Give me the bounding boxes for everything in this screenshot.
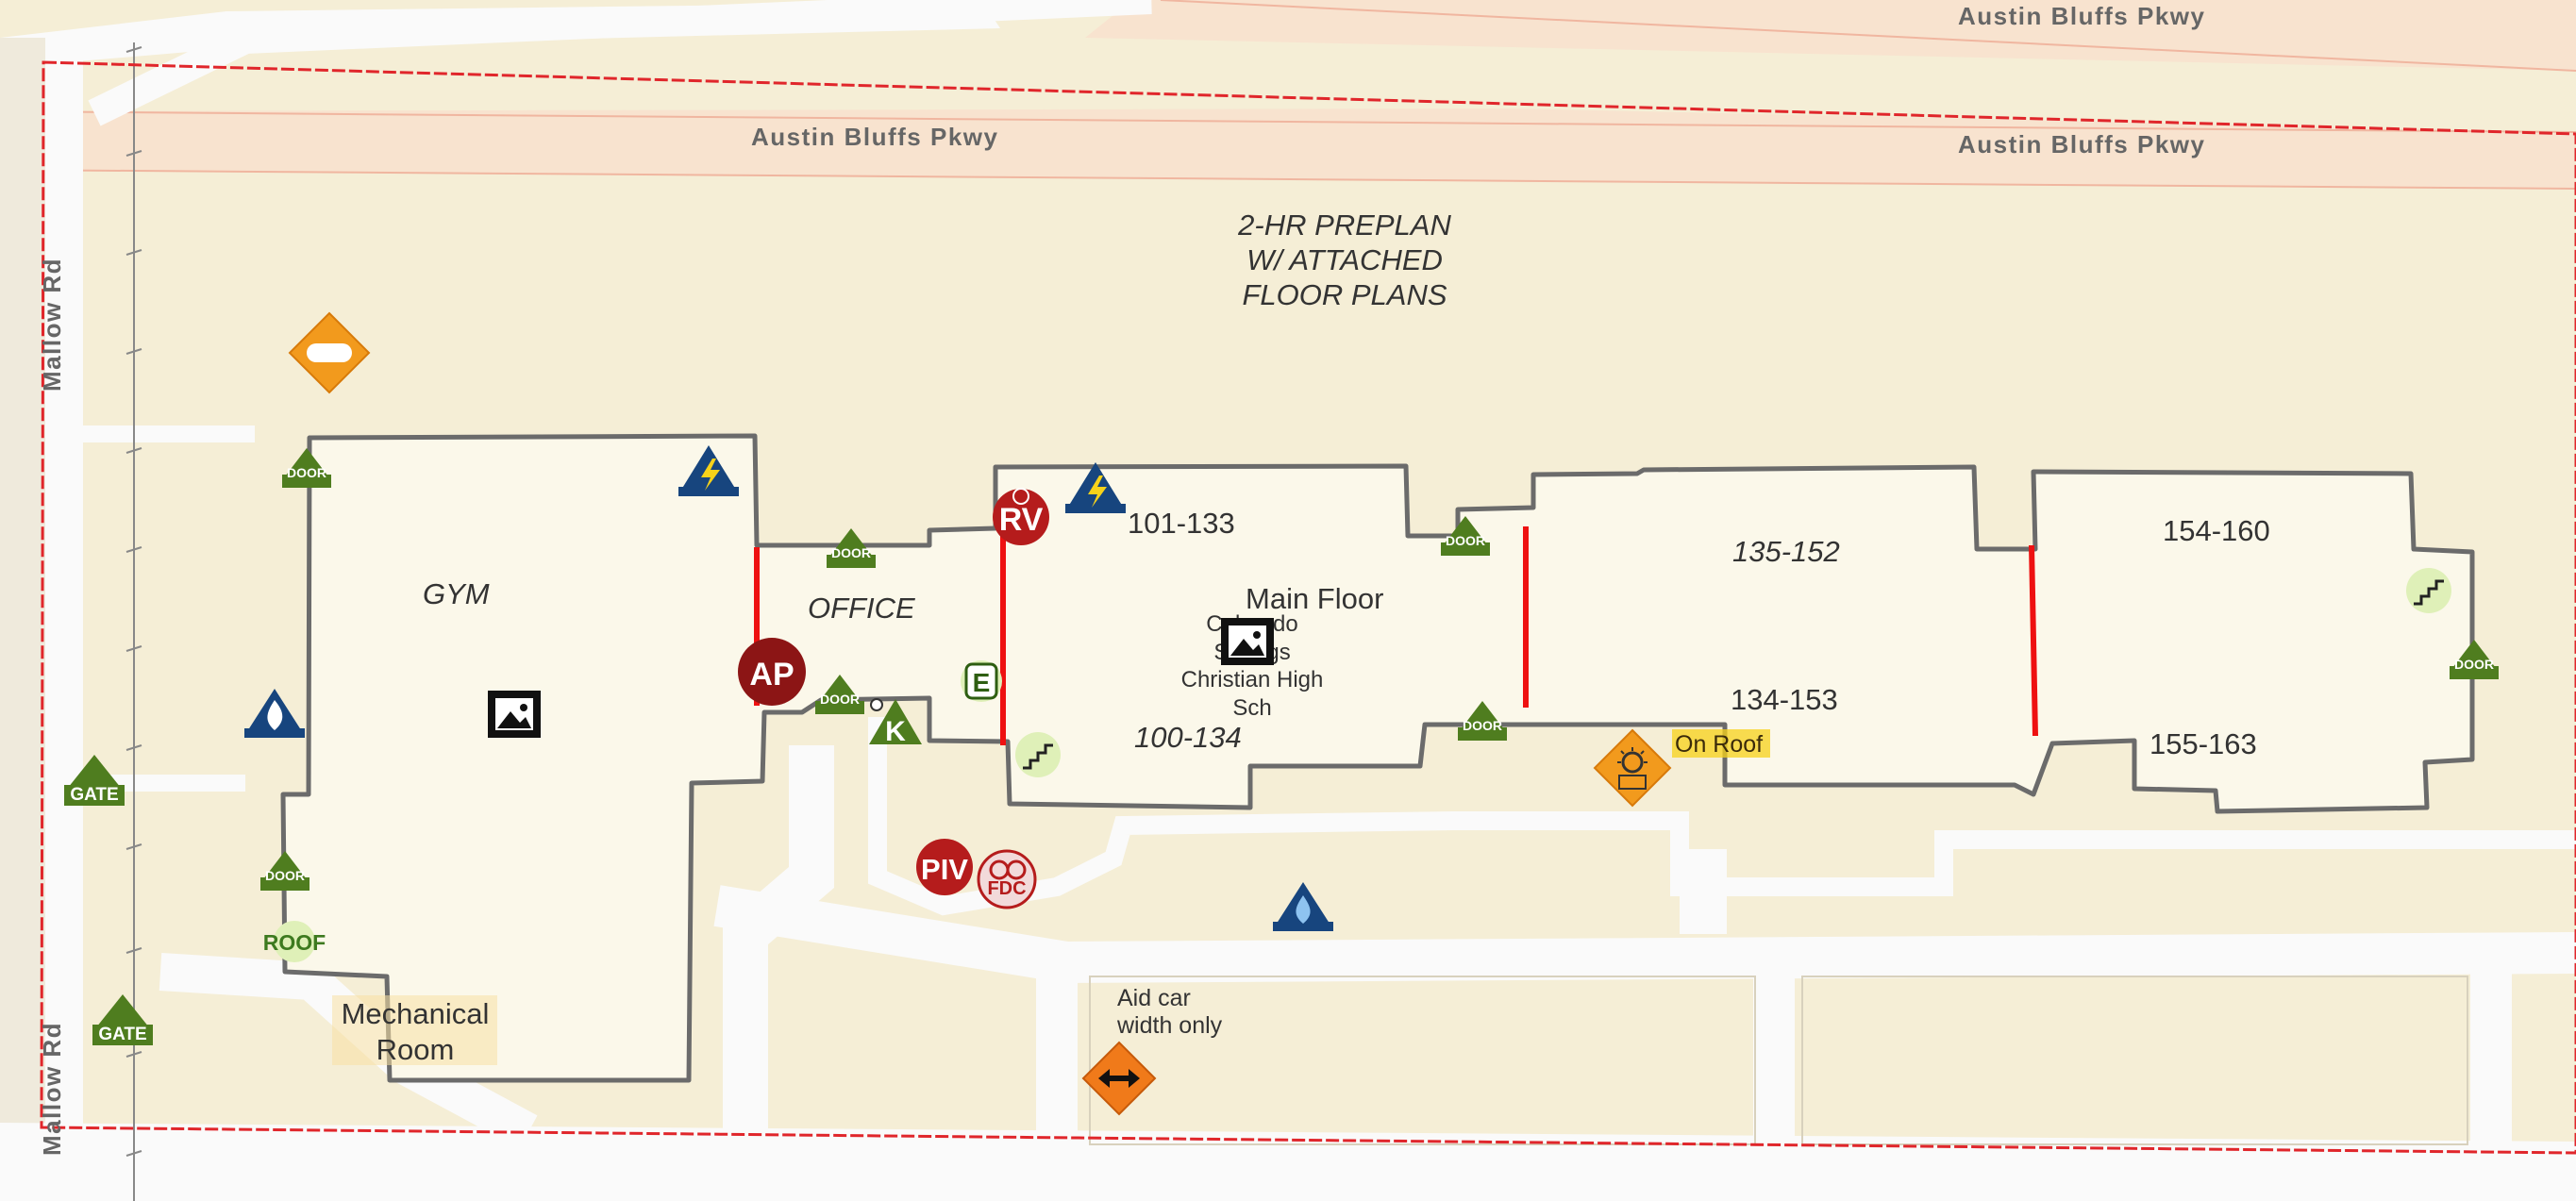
photo-icon[interactable]	[488, 691, 541, 738]
stairs-icon[interactable]	[2406, 568, 2451, 613]
door-icon[interactable]: DOOR	[282, 448, 331, 488]
piv-icon[interactable]: PIV	[916, 839, 973, 895]
solar-panel-icon[interactable]	[1593, 728, 1672, 808]
parcel-boundary	[40, 60, 2576, 1155]
door-icon[interactable]: DOOR	[1441, 516, 1490, 556]
street-label-mallow-upper: Mallow Rd	[38, 258, 66, 392]
on-roof-label: On Roof	[1675, 731, 1763, 758]
piv-label: PIV	[921, 853, 968, 886]
alarm-panel-icon[interactable]: AP	[738, 638, 806, 706]
aid-car-note: Aid car width only	[1116, 985, 1223, 1039]
water-shutoff-icon[interactable]	[1273, 882, 1333, 931]
room-label-gym: GYM	[423, 577, 490, 610]
gate-label: GATE	[70, 785, 118, 805]
electric-panel-icon[interactable]: E	[961, 660, 1002, 702]
fdc-icon[interactable]: FDC	[977, 849, 1037, 909]
roof-label: ROOF	[263, 930, 326, 955]
room-label-155-163: 155-163	[2149, 727, 2257, 760]
knox-box-icon[interactable]	[288, 311, 371, 394]
interior-drive	[723, 745, 834, 1132]
parkway-edge-line	[0, 110, 2576, 133]
k-label: K	[885, 716, 906, 747]
parkway-edge-line	[1160, 0, 2576, 72]
facility-name-line: Christian High	[1181, 667, 1324, 692]
door-label: DOOR	[1446, 533, 1485, 548]
gate-icon[interactable]: GATE	[64, 755, 125, 806]
door-label: DOOR	[265, 868, 305, 883]
aid-car-note-line: Aid car	[1117, 985, 1191, 1011]
street-label-austin-bluffs-right: Austin Bluffs Pkwy	[1958, 130, 2205, 158]
key-box-icon[interactable]: K	[869, 698, 922, 747]
riser-valve-icon[interactable]: RV	[993, 488, 1049, 545]
building-footprint	[280, 433, 2475, 1083]
west-road	[45, 38, 83, 1201]
roof-access-icon[interactable]: ROOF	[263, 921, 326, 962]
photo-icon[interactable]	[1221, 618, 1274, 665]
preplan-note-line: W/ ATTACHED	[1246, 243, 1443, 276]
parking-lot	[1089, 976, 1756, 1145]
on-roof-note: On Roof	[1672, 729, 1770, 758]
preplan-note-line: 2-HR PREPLAN	[1237, 209, 1451, 242]
room-label-154-160: 154-160	[2163, 514, 2270, 547]
door-label: DOOR	[2454, 657, 2494, 672]
door-icon[interactable]: DOOR	[260, 851, 309, 891]
door-label: DOOR	[820, 692, 860, 707]
room-label-main-floor: Main Floor	[1246, 582, 1383, 615]
mechanical-room-line: Mechanical	[342, 997, 490, 1030]
street-label-austin-bluffs-mid: Austin Bluffs Pkwy	[751, 123, 998, 151]
parkway-lower-band	[0, 108, 2576, 189]
street-label-mallow-lower: Mallow Rd	[38, 1022, 66, 1156]
room-label-135-152: 135-152	[1732, 535, 1840, 568]
room-label-office: OFFICE	[808, 592, 915, 625]
north-service-road	[88, 0, 1152, 126]
fence-ticks	[125, 46, 142, 1157]
street-label-austin-bluffs-upper: Austin Bluffs Pkwy	[1958, 2, 2205, 30]
aid-car-access-icon[interactable]	[1081, 1041, 1157, 1116]
preplan-note-line: FLOOR PLANS	[1242, 278, 1447, 311]
door-icon[interactable]: DOOR	[827, 528, 876, 568]
fdc-label: FDC	[987, 878, 1026, 899]
door-icon[interactable]: DOOR	[1458, 701, 1507, 741]
parkway-edge-line	[0, 169, 2576, 190]
door-markers: DOOR DOOR DOOR DOOR DOOR DOOR DOOR	[260, 448, 2499, 891]
door-label: DOOR	[831, 545, 871, 560]
interior-drive	[868, 717, 2576, 916]
door-icon[interactable]: DOOR	[815, 675, 864, 714]
room-label-mechanical: Mechanical Room	[332, 995, 497, 1066]
room-label-101-133: 101-133	[1128, 507, 1235, 540]
stairs-icon[interactable]	[1015, 732, 1061, 777]
door-icon[interactable]: DOOR	[2450, 640, 2499, 679]
south-road	[0, 1123, 2576, 1201]
west-road-shoulder	[0, 38, 45, 1201]
aid-car-note-line: width only	[1116, 1012, 1223, 1039]
gate-label: GATE	[98, 1025, 146, 1044]
gas-shutoff-icon[interactable]	[244, 689, 305, 738]
facility-name-line: Sch	[1232, 695, 1271, 721]
room-label-100-134: 100-134	[1134, 721, 1242, 754]
door-label: DOOR	[1463, 718, 1502, 733]
parking-lot	[1801, 976, 2468, 1145]
room-label-134-153: 134-153	[1731, 683, 1838, 716]
door-label: DOOR	[287, 465, 326, 480]
electrical-shutoff-icon[interactable]	[678, 445, 739, 496]
rv-label: RV	[999, 502, 1044, 538]
preplan-note: 2-HR PREPLAN W/ ATTACHED FLOOR PLANS	[1237, 209, 1451, 311]
ap-label: AP	[749, 657, 794, 692]
e-label: E	[973, 668, 991, 697]
electrical-shutoff-icon[interactable]	[1065, 462, 1126, 513]
mechanical-room-line: Room	[376, 1033, 455, 1066]
gate-icon[interactable]: GATE	[92, 994, 153, 1045]
